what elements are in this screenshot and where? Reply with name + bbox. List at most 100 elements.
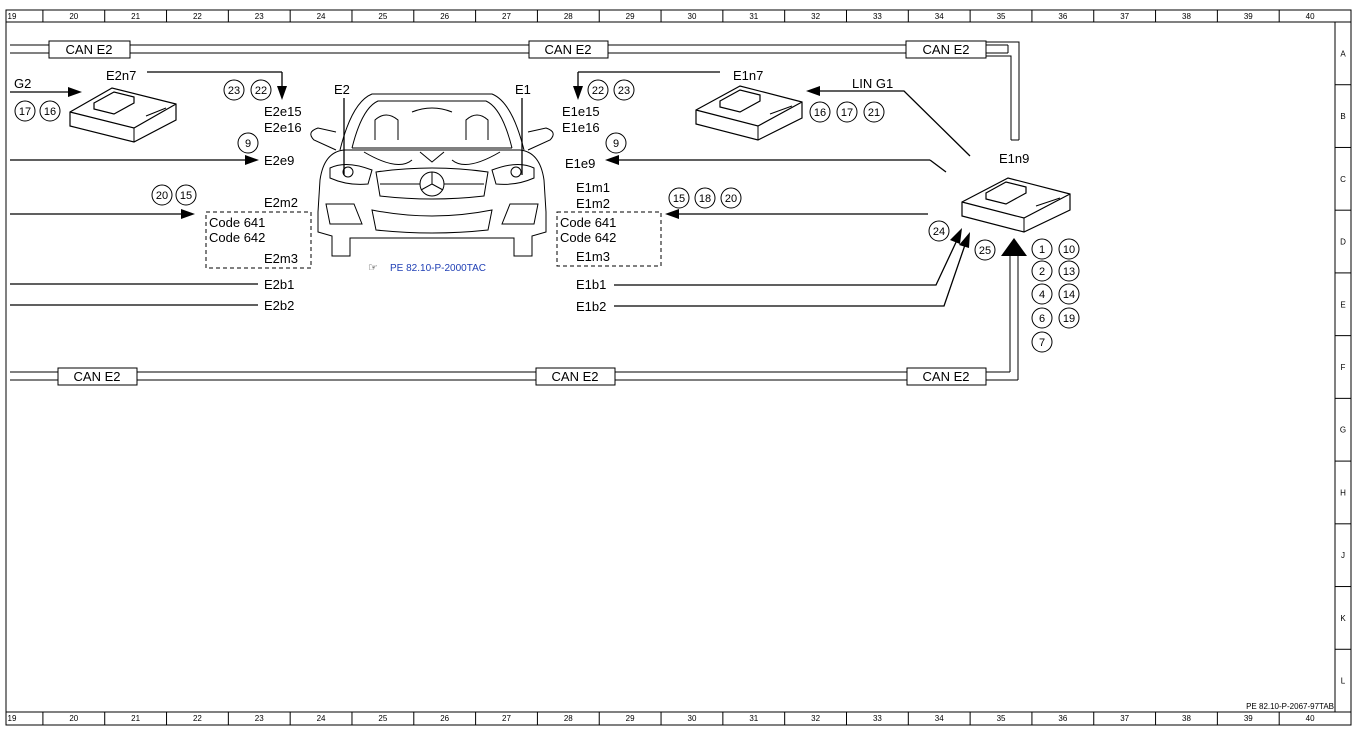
svg-text:21: 21: [868, 107, 880, 119]
svg-text:CAN E2: CAN E2: [923, 369, 970, 384]
svg-text:9: 9: [613, 138, 619, 150]
column-ruler-bottom-label: 26: [440, 714, 449, 723]
hand-pointer-icon: ☞: [368, 262, 378, 274]
car-front-icon: [310, 93, 554, 257]
e1n9-label: E1n9: [999, 151, 1029, 166]
svg-text:23: 23: [618, 85, 630, 97]
e1-label: E1: [515, 82, 531, 97]
svg-text:PE 82.10-P-2000TAC[interactable]: PE 82.10-P-2000TAC: [390, 263, 486, 274]
e1n7-markers: 16 17 21: [809, 101, 885, 123]
column-ruler-bottom-label: 27: [502, 714, 511, 723]
e1n7-module-icon: [695, 85, 803, 141]
lin-g1-label: LIN G1: [852, 76, 893, 91]
arrow-left-icon: [806, 86, 820, 96]
svg-text:CAN E2: CAN E2: [923, 42, 970, 57]
row-ruler-label: D: [1340, 238, 1346, 247]
can-label-top-2: CAN E2: [528, 40, 609, 59]
e2n7-label: E2n7: [106, 68, 136, 83]
column-ruler-bottom-label: 25: [378, 714, 387, 723]
arrow-down-icon: [573, 86, 583, 100]
g2-markers: 17 16: [14, 100, 61, 122]
can-label-bottom-3: CAN E2: [906, 367, 987, 386]
svg-text:CAN E2: CAN E2: [66, 42, 113, 57]
column-ruler-top-label: 35: [997, 12, 1006, 21]
e1e16-label: E1e16: [562, 120, 600, 135]
e1m-markers: 15 18 20: [668, 187, 742, 209]
reference-link[interactable]: ☞ PE 82.10-P-2000TAC: [368, 262, 486, 274]
svg-text:6: 6: [1039, 313, 1045, 325]
column-ruler-bottom-label: 38: [1182, 714, 1191, 723]
g2-label: G2: [14, 76, 31, 91]
row-ruler-label: A: [1340, 49, 1346, 58]
arrow-right-icon: [181, 209, 195, 219]
row-ruler-label: J: [1341, 551, 1345, 560]
svg-text:20: 20: [156, 190, 168, 202]
svg-text:25: 25: [979, 245, 991, 257]
e1n9-marker-24: 24: [928, 220, 950, 242]
column-ruler-bottom-label: 31: [749, 714, 758, 723]
column-ruler-bottom-label: 33: [873, 714, 882, 723]
svg-text:14: 14: [1063, 289, 1075, 301]
column-ruler-bottom-label: 37: [1120, 714, 1129, 723]
column-ruler-top-label: 25: [378, 12, 387, 21]
e2b2-label: E2b2: [264, 298, 294, 313]
column-ruler-top-label: 23: [255, 12, 264, 21]
e2m3-label: E2m3: [264, 251, 298, 266]
column-ruler-bottom-label: 28: [564, 714, 573, 723]
e1e15-markers: 22 23: [587, 79, 635, 101]
column-ruler-top-label: 33: [873, 12, 882, 21]
column-ruler-top-label: 26: [440, 12, 449, 21]
row-ruler-label: K: [1340, 614, 1346, 623]
e2e15-markers: 23 22: [223, 79, 272, 101]
column-ruler-bottom-label: 40: [1306, 714, 1315, 723]
row-ruler-label: G: [1340, 426, 1346, 435]
e2e15-label: E2e15: [264, 104, 302, 119]
column-ruler-bottom-label: 24: [317, 714, 326, 723]
svg-text:7: 7: [1039, 337, 1045, 349]
can-label-top-3: CAN E2: [905, 40, 987, 59]
column-ruler-bottom-label: 23: [255, 714, 264, 723]
e1e15-label: E1e15: [562, 104, 600, 119]
column-ruler-bottom-label: 39: [1244, 714, 1253, 723]
row-ruler-label: H: [1340, 488, 1346, 497]
e1n9-module-icon: [961, 177, 1071, 233]
arrow-up-right-icon: [959, 232, 970, 248]
column-ruler-top-label: 32: [811, 12, 820, 21]
column-ruler-top-label: 24: [317, 12, 326, 21]
svg-text:10: 10: [1063, 244, 1075, 256]
column-ruler-bottom-label: 22: [193, 714, 202, 723]
e1e9-label: E1e9: [565, 156, 595, 171]
code-right-641: Code 641: [560, 215, 616, 230]
column-ruler-top-label: 30: [688, 12, 697, 21]
svg-text:18: 18: [699, 193, 711, 205]
column-ruler-top-label: 37: [1120, 12, 1129, 21]
code-right-642: Code 642: [560, 230, 616, 245]
document-id: PE 82.10-P-2067-97TAB: [1246, 702, 1334, 711]
bus-arrow-up-icon: [1001, 238, 1027, 256]
e2e9-marker: 9: [237, 132, 259, 154]
svg-text:20: 20: [725, 193, 737, 205]
svg-text:CAN E2: CAN E2: [74, 369, 121, 384]
row-ruler-label: B: [1340, 112, 1345, 121]
svg-text:24: 24: [933, 226, 945, 238]
svg-text:19: 19: [1063, 313, 1075, 325]
svg-text:22: 22: [255, 85, 267, 97]
svg-text:17: 17: [841, 107, 853, 119]
arrow-right-icon: [245, 155, 259, 165]
column-ruler-bottom-label: 19: [8, 714, 17, 723]
column-ruler-top-label: 19: [8, 12, 17, 21]
svg-text:16: 16: [814, 107, 826, 119]
can-label-top-1: CAN E2: [48, 40, 131, 59]
svg-text:13: 13: [1063, 266, 1075, 278]
e2e9-label: E2e9: [264, 153, 294, 168]
row-ruler-label: C: [1340, 175, 1346, 184]
e2m2-markers: 20 15: [151, 184, 197, 206]
e1b1-label: E1b1: [576, 277, 606, 292]
e2m2-label: E2m2: [264, 195, 298, 210]
can-bus-bottom: CAN E2 CAN E2 CAN E2: [10, 238, 1027, 386]
e1m3-label: E1m3: [576, 249, 610, 264]
column-ruler-top-label: 28: [564, 12, 573, 21]
